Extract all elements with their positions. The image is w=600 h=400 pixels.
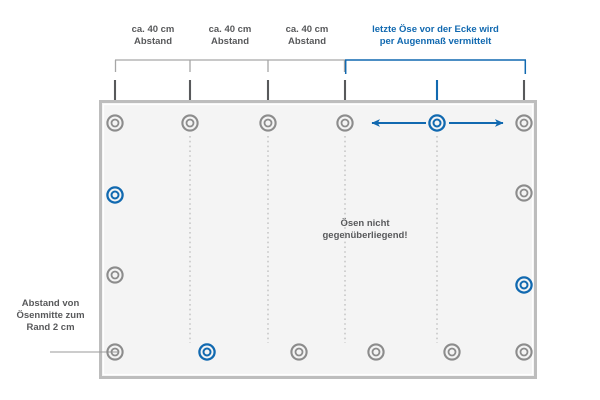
spacing-bracket-blue <box>344 59 527 74</box>
spacing-bracket-gray <box>114 59 346 72</box>
eyelet[interactable] <box>367 343 385 361</box>
measurement-ticks <box>113 80 526 100</box>
eyelet[interactable] <box>515 114 533 132</box>
tarp-panel-rect <box>99 100 537 379</box>
spacing-label-1: ca. 40 cm Abstand <box>131 24 175 47</box>
tarp-panel <box>99 100 537 379</box>
offset-eyelets-note: Ösen nicht gegenüberliegend! <box>322 218 408 241</box>
tarp-panel-inner-highlight <box>102 103 534 376</box>
eyelet[interactable] <box>336 114 354 132</box>
eyelet[interactable] <box>443 343 461 361</box>
eyelet[interactable] <box>515 184 533 202</box>
eyelet[interactable] <box>106 114 124 132</box>
eyelet[interactable] <box>259 114 277 132</box>
eyelet[interactable] <box>106 343 124 361</box>
dotted-guides <box>189 136 438 343</box>
eyelet[interactable] <box>290 343 308 361</box>
eyelet[interactable] <box>106 266 124 284</box>
eyelet-highlight[interactable] <box>198 343 216 361</box>
eyelet-highlight[interactable] <box>428 114 446 132</box>
eyelet[interactable] <box>181 114 199 132</box>
eyelet[interactable] <box>515 343 533 361</box>
eyelets-right <box>515 184 533 294</box>
eyelets-left <box>106 186 124 284</box>
eyelet-highlight[interactable] <box>106 186 124 204</box>
spacing-label-2: ca. 40 cm Abstand <box>208 24 252 47</box>
eyelets-bottom <box>106 343 533 361</box>
corner-eyelet-note: letzte Öse vor der Ecke wird per Augenma… <box>372 24 499 47</box>
edge-distance-note: Abstand von Ösenmitte zum Rand 2 cm <box>16 298 85 333</box>
spacing-label-3: ca. 40 cm Abstand <box>285 24 329 47</box>
eyelet-highlight[interactable] <box>515 276 533 294</box>
eyelets-top <box>106 114 533 132</box>
